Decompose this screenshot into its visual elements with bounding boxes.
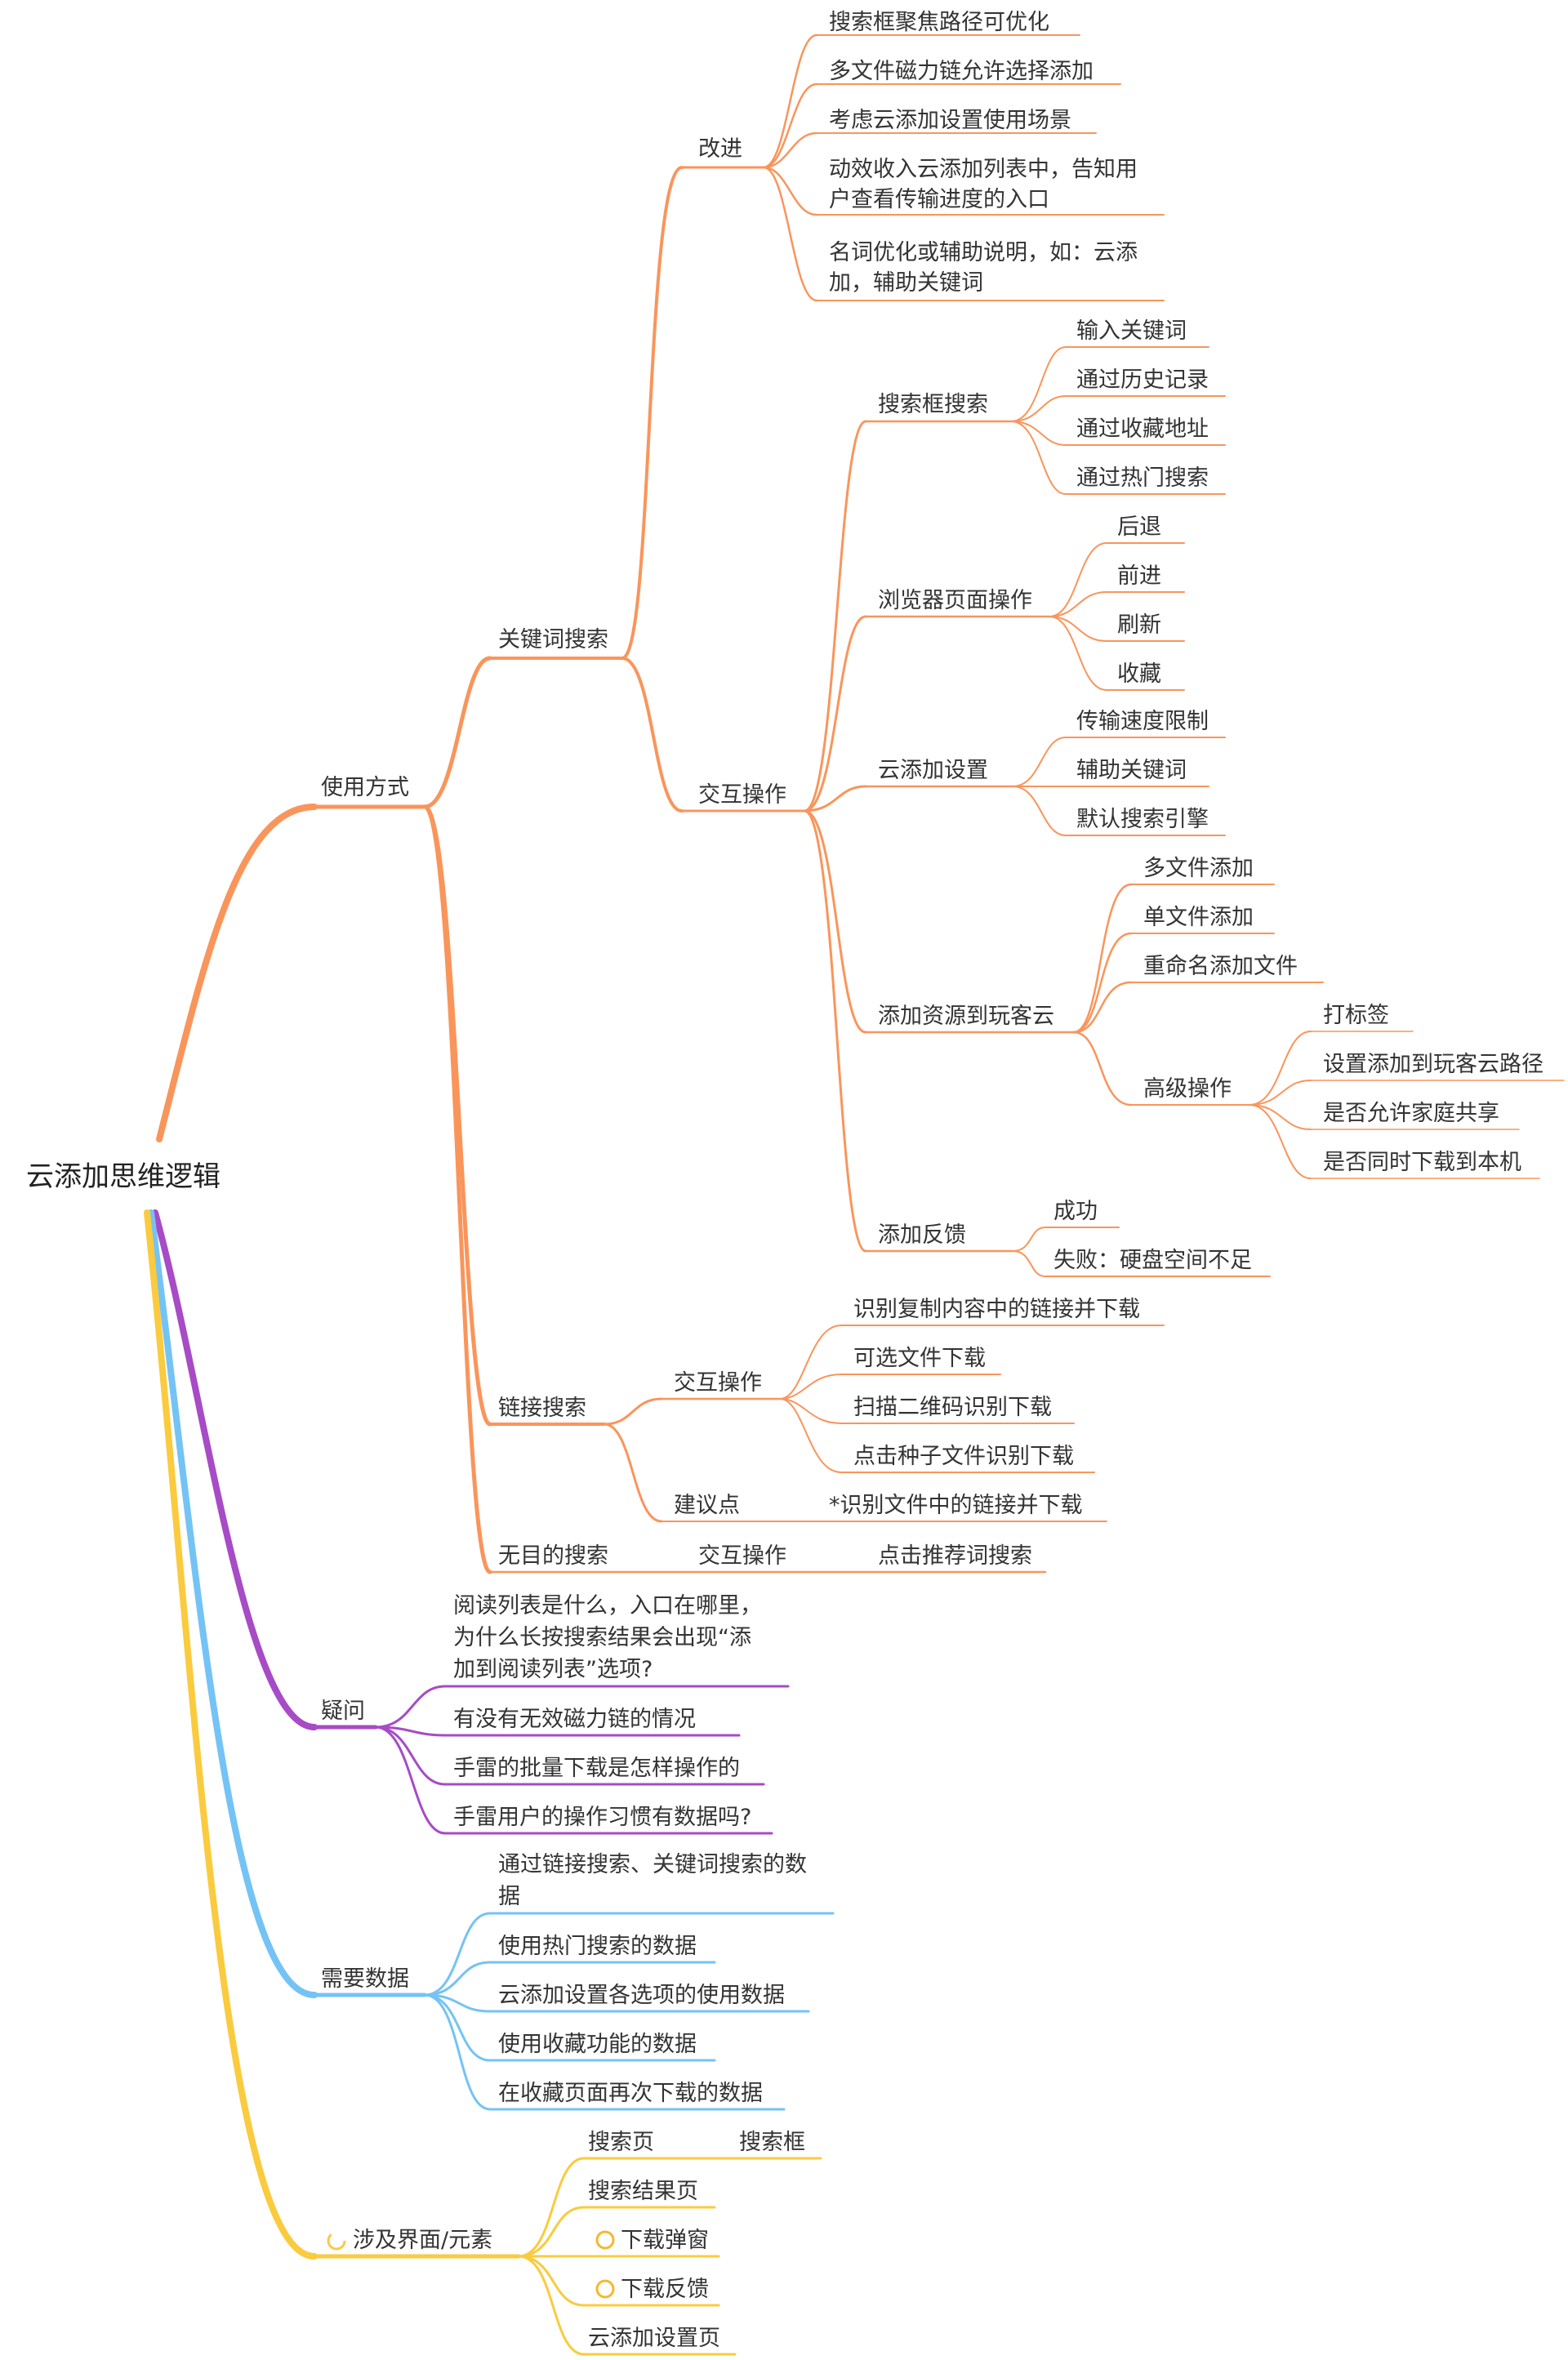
node-searchbox-4: 通过热门搜索 (1076, 465, 1209, 491)
node-improve-2: 多文件磁力链允许选择添加 (829, 59, 1094, 84)
node-ui-3: 下载弹窗 (621, 2228, 709, 2253)
node-improve-4-line1: 动效收入云添加列表中，告知用 (829, 157, 1138, 182)
node-improve-5-line1: 名词优化或辅助说明，如：云添 (829, 240, 1138, 265)
node-question: 疑问 (321, 1699, 365, 1724)
node-ui-1: 搜索页 (588, 2130, 654, 2155)
node-interact: 交互操作 (698, 782, 786, 808)
node-usage: 使用方式 (321, 775, 409, 800)
node-needdata-3: 云添加设置各选项的使用数据 (498, 1983, 785, 2008)
node-searchbox-3: 通过收藏地址 (1076, 416, 1209, 442)
node-ui-5: 云添加设置页 (588, 2326, 720, 2351)
node-link-interact-4: 点击种子文件识别下载 (853, 1444, 1074, 1469)
node-keyword-search: 关键词搜索 (498, 627, 608, 652)
node-improve: 改进 (698, 136, 742, 162)
node-aimless-1: 点击推荐词搜索 (878, 1543, 1032, 1569)
node-ui-4: 下载反馈 (621, 2277, 709, 2302)
link-usage-keyword (422, 656, 492, 809)
node-cloudset-1: 传输速度限制 (1076, 709, 1209, 734)
node-browser: 浏览器页面操作 (878, 588, 1032, 613)
node-improve-5-line2: 加，辅助关键词 (829, 270, 983, 296)
node-feedback-2: 失败：硬盘空间不足 (1054, 1248, 1252, 1273)
node-addres: 添加资源到玩客云 (878, 1004, 1054, 1029)
node-advanced-3: 是否允许家庭共享 (1323, 1101, 1499, 1126)
node-suggest-1: *识别文件中的链接并下载 (829, 1493, 1083, 1518)
node-ui-1-child: 搜索框 (739, 2130, 805, 2155)
node-link-search: 链接搜索 (498, 1396, 586, 1421)
node-needdata-1-line1: 通过链接搜索、关键词搜索的数 (498, 1852, 807, 1877)
node-aimless-search: 无目的搜索 (498, 1543, 608, 1569)
node-link-interact: 交互操作 (674, 1370, 762, 1396)
link-root-needdata (148, 1209, 318, 1998)
circle-icon (595, 2230, 615, 2250)
node-browser-2: 前进 (1117, 563, 1161, 589)
node-feedback-1: 成功 (1054, 1199, 1098, 1224)
node-advanced-4: 是否同时下载到本机 (1323, 1150, 1521, 1175)
node-link-interact-2: 可选文件下载 (853, 1346, 986, 1371)
hourglass-icon (327, 2231, 346, 2251)
link-root-ui (144, 1209, 318, 2260)
node-addres-2: 单文件添加 (1143, 905, 1254, 930)
node-browser-4: 收藏 (1117, 661, 1161, 687)
node-advanced-1: 打标签 (1323, 1003, 1389, 1028)
node-question-1-line1: 阅读列表是什么，入口在哪里， (453, 1593, 762, 1619)
node-needdata: 需要数据 (321, 1966, 409, 1992)
node-link-interact-1: 识别复制内容中的链接并下载 (853, 1297, 1140, 1322)
node-needdata-5: 在收藏页面再次下载的数据 (498, 2081, 763, 2106)
node-question-3: 手雷的批量下载是怎样操作的 (453, 1756, 740, 1781)
node-aimless-interact: 交互操作 (698, 1543, 786, 1569)
node-suggest: 建议点 (674, 1493, 740, 1518)
node-question-4: 手雷用户的操作习惯有数据吗? (453, 1805, 751, 1830)
link-root-question (152, 1209, 318, 1730)
node-cloudset: 云添加设置 (878, 758, 988, 783)
node-needdata-2: 使用热门搜索的数据 (498, 1934, 697, 1959)
node-addres-1: 多文件添加 (1143, 856, 1254, 881)
link-root-usage (156, 804, 318, 1142)
node-addres-3: 重命名添加文件 (1143, 954, 1298, 979)
node-cloudset-3: 默认搜索引擎 (1076, 807, 1209, 832)
node-searchbox-2: 通过历史记录 (1076, 367, 1209, 393)
node-feedback: 添加反馈 (878, 1222, 966, 1248)
node-question-1-line3: 加到阅读列表”选项? (453, 1657, 653, 1682)
node-needdata-1-line2: 据 (498, 1884, 520, 1909)
link-keyword-interact (621, 657, 684, 813)
node-ui: 涉及界面/元素 (353, 2228, 492, 2253)
node-advanced: 高级操作 (1143, 1076, 1232, 1102)
node-improve-1: 搜索框聚焦路径可优化 (829, 10, 1049, 35)
node-link-interact-3: 扫描二维码识别下载 (853, 1395, 1052, 1420)
node-searchbox: 搜索框搜索 (878, 392, 988, 417)
node-cloudset-2: 辅助关键词 (1076, 758, 1187, 783)
node-ui-2: 搜索结果页 (588, 2179, 698, 2204)
node-advanced-2: 设置添加到玩客云路径 (1323, 1052, 1544, 1077)
node-question-1-line2: 为什么长按搜索结果会出现“添 (453, 1625, 751, 1650)
link-keyword-improve (621, 166, 684, 660)
node-browser-3: 刷新 (1117, 612, 1161, 638)
node-question-2: 有没有无效磁力链的情况 (453, 1707, 696, 1732)
link-usage-aimless (422, 804, 492, 1574)
root-title: 云添加思维逻辑 (26, 1160, 220, 1193)
node-improve-4-line2: 户查看传输进度的入口 (829, 187, 1049, 212)
circle-icon (595, 2279, 615, 2299)
node-improve-3: 考虑云添加设置使用场景 (829, 108, 1071, 133)
node-needdata-4: 使用收藏功能的数据 (498, 2032, 697, 2057)
node-browser-1: 后退 (1117, 514, 1161, 540)
node-searchbox-1: 输入关键词 (1076, 318, 1187, 344)
